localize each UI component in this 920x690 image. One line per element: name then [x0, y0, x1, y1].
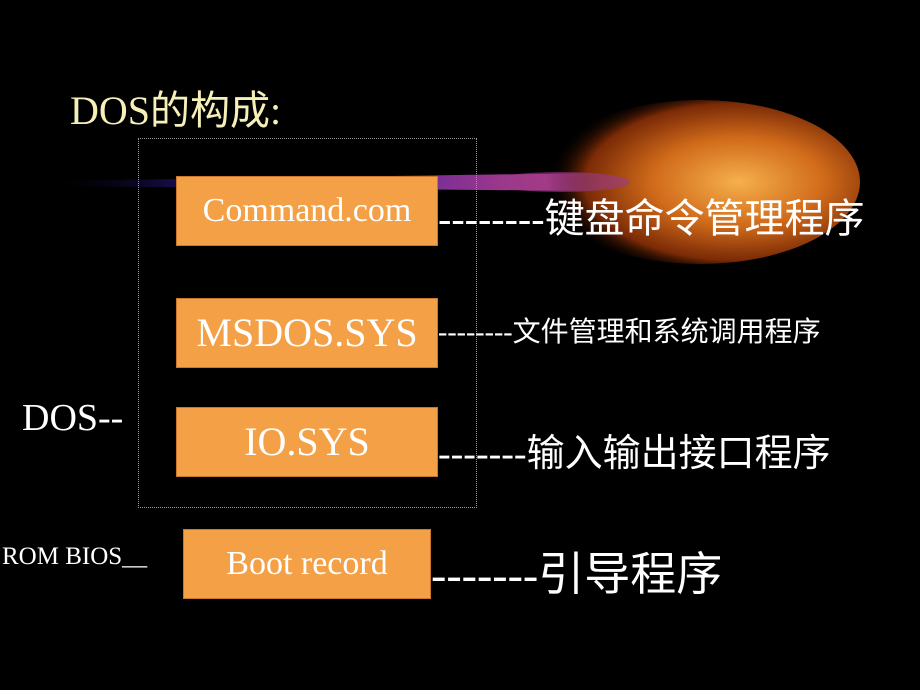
- rom-bios-label: ROM BIOS__: [2, 543, 148, 570]
- dos-group-frame: [138, 138, 477, 508]
- io-sys-box: IO.SYS: [176, 407, 438, 477]
- comet-head: [540, 100, 860, 264]
- boot-record-box: Boot record: [183, 529, 431, 599]
- boot-record-description: -------引导程序: [431, 549, 723, 600]
- slide-title: DOS的构成:: [70, 88, 282, 133]
- command-com-box: Command.com: [176, 176, 438, 246]
- io-sys-description: -------输入输出接口程序: [438, 433, 831, 475]
- msdos-sys-description: --------文件管理和系统调用程序: [438, 317, 821, 348]
- command-com-description: --------键盘命令管理程序: [438, 196, 865, 241]
- dos-side-label: DOS--: [22, 397, 124, 439]
- msdos-sys-box: MSDOS.SYS: [176, 298, 438, 368]
